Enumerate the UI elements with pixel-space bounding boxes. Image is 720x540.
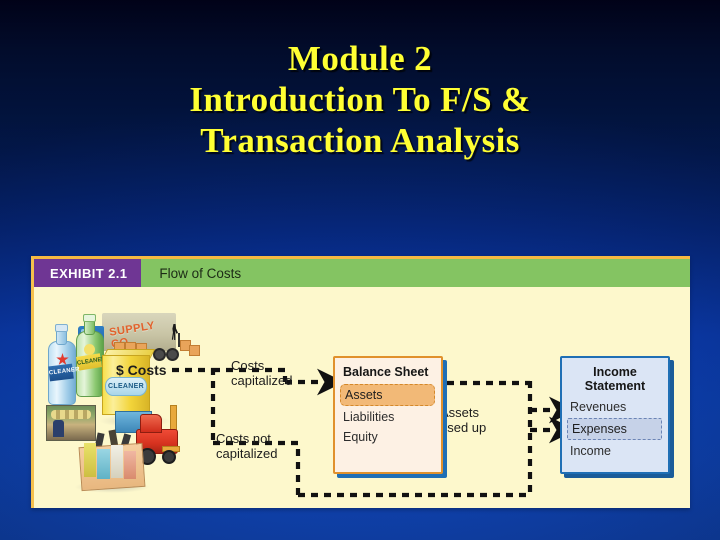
green-bottle-emblem-icon [84,344,95,355]
exhibit-caption: Flow of Costs [159,265,242,281]
income-statement-title-line2: Statement [584,379,646,393]
costs-capitalized-line2: capitalized [231,373,293,388]
warehouse-photo-inset [46,405,96,441]
costs-not-capitalized-label: Costs not capitalized [216,431,277,461]
income-statement-item-expenses: Expenses [567,418,662,440]
title-line-1: Module 2 [287,39,433,78]
photo-hats-detail [51,410,91,419]
balance-sheet-item-equity: Equity [343,430,378,444]
blue-bottle-label: CLEANER [48,363,80,382]
income-statement-title: Income Statement [562,358,668,397]
blue-bottle-starburst-icon [56,353,69,365]
costs-not-capitalized-line1: Costs not [216,431,271,446]
title-line-2: Introduction To F/S & [189,80,531,119]
costs-capitalized-label: Costs capitalized [231,358,292,388]
balance-sheet-item-liabilities: Liabilities [343,410,395,424]
dollar-costs-label: $ Costs [116,362,167,378]
income-statement-box: Income Statement Revenues Expenses Incom… [560,356,670,474]
page-title: Module 2 Introduction To F/S & Transacti… [0,38,720,161]
worker-icon [171,324,178,340]
forklift-cab-icon [140,414,162,433]
title-line-3: Transaction Analysis [200,121,520,160]
costs-not-capitalized-line2: capitalized [216,446,278,461]
income-statement-item-income: Income [570,444,611,458]
balance-sheet-item-assets: Assets [340,384,435,406]
assets-used-up-line1: Assets [440,405,480,420]
balance-sheet-box: Balance Sheet Assets Liabilities Equity [333,356,443,474]
basket-item-icon [84,443,96,477]
carton-icon [189,345,200,356]
basket-item-icon [97,449,110,479]
income-statement-item-revenues: Revenues [570,400,627,414]
blue-bottle-cap-icon [55,324,68,332]
exhibit-tag: EXHIBIT 2.1 [34,259,142,287]
cleaner-box-label: CLEANER [105,377,147,396]
green-bottle-cap-icon [83,314,96,322]
basket-item-icon [111,445,123,478]
costs-capitalized-line1: Costs [231,358,265,373]
truck-wheel-icon [166,348,179,361]
truck-wheel-icon [153,348,166,361]
supply-chain-illustration: SUPPLY CO CLEANER [40,293,240,498]
assets-used-up-line2: used up [440,420,487,435]
income-statement-title-line1: Income [593,365,637,379]
forklift-wheel-icon [162,450,176,464]
exhibit-header: EXHIBIT 2.1 Flow of Costs [34,259,690,287]
assets-used-up-label: Assets used up [440,405,486,435]
exhibit-body: SUPPLY CO CLEANER [34,287,690,508]
basket-item-icon [124,451,136,479]
balance-sheet-title: Balance Sheet [343,365,429,379]
